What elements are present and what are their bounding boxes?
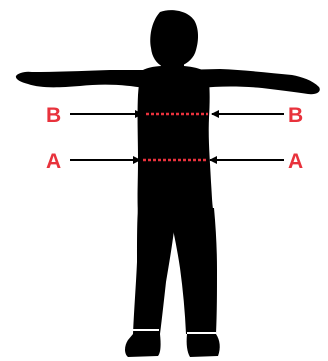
right-arm-shape (178, 69, 320, 95)
left-arm-shape (15, 70, 151, 90)
b-left-label: B (46, 104, 61, 127)
right-leg-shape (168, 208, 217, 334)
a-left-label: A (46, 150, 61, 173)
right-shoe-shape (186, 334, 220, 357)
left-shoe-shape (125, 334, 161, 357)
left-leg-shape (133, 208, 176, 334)
b-right-label: B (288, 104, 303, 127)
a-right-label: A (288, 150, 303, 173)
measurement-b: B B (46, 104, 303, 127)
head-shape (150, 10, 199, 68)
measurement-a: A A (46, 150, 303, 173)
torso-shape (137, 66, 214, 214)
person-silhouette (15, 10, 320, 357)
